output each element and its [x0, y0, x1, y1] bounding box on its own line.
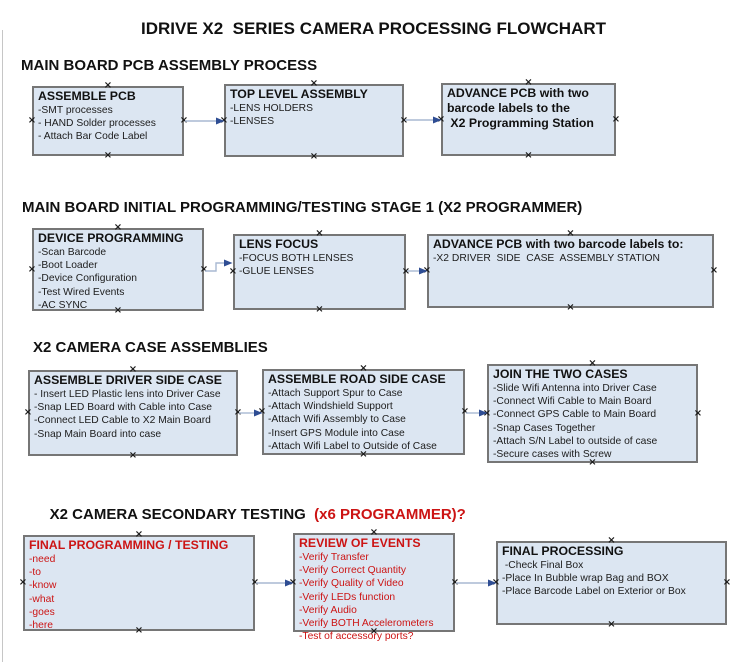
box-title: ASSEMBLE PCB: [38, 89, 136, 103]
box-advance-pcb-to-programming-station[interactable]: ADVANCE PCB with two barcode labels to t…: [437, 78, 620, 161]
box-title: DEVICE PROGRAMMING: [38, 231, 184, 245]
box-title: FINAL PROGRAMMING / TESTING: [29, 538, 229, 552]
connection-handle: ×: [315, 304, 324, 315]
box-title: LENS FOCUS: [239, 237, 319, 251]
box-lens-focus[interactable]: LENS FOCUS -FOCUS BOTH LENSES -GLUE LENS…: [229, 229, 410, 315]
connection-handle: ×: [219, 114, 229, 126]
connection-handle: ×: [250, 577, 260, 588]
box-items: -Slide Wifi Antenna into Driver Case -Co…: [493, 383, 658, 461]
connection-handle: ×: [128, 450, 138, 461]
box-items: -Check Final Box -Place In Bubble wrap B…: [502, 560, 686, 598]
box-title: ADVANCE PCB with two barcode labels to:: [433, 237, 684, 251]
box-items: -LENS HOLDERS -LENSES: [230, 103, 313, 128]
connection-handle: ×: [399, 114, 409, 126]
box-final-programming-testing[interactable]: FINAL PROGRAMMING / TESTING -need -to -k…: [19, 530, 259, 636]
connection-handle: ×: [460, 406, 470, 417]
connection-handle: ×: [257, 406, 267, 417]
section-heading-initial-programming: MAIN BOARD INITIAL PROGRAMMING/TESTING S…: [22, 199, 583, 216]
box-items: -need -to -know -what -goes -here: [29, 554, 57, 632]
box-advance-pcb-to-case-assembly[interactable]: ADVANCE PCB with two barcode labels to: …: [423, 229, 718, 313]
box-items: -X2 DRIVER SIDE CASE ASSEMBLY STATION: [433, 253, 660, 264]
box-items: -FOCUS BOTH LENSES -GLUE LENSES: [239, 253, 354, 278]
box-items: -SMT processes - HAND Solder processes -…: [38, 105, 156, 143]
connection-handle: ×: [607, 619, 616, 630]
connection-handle: ×: [566, 302, 575, 313]
page-margin-line: [2, 30, 3, 662]
box-items: -Scan Barcode -Boot Loader -Device Confi…: [38, 247, 138, 311]
box-items: -Attach Support Spur to Case -Attach Win…: [268, 388, 437, 452]
connection-handle: ×: [450, 576, 460, 588]
box-top-level-assembly[interactable]: TOP LEVEL ASSEMBLY -LENS HOLDERS -LENSES…: [220, 79, 408, 162]
box-title: JOIN THE TWO CASES: [493, 367, 628, 381]
connection-handle: ×: [18, 577, 28, 588]
connection-handle: ×: [611, 113, 621, 125]
section-heading-pcb-assembly: MAIN BOARD PCB ASSEMBLY PROCESS: [21, 57, 318, 74]
box-title: FINAL PROCESSING: [502, 544, 624, 558]
connection-handle: ×: [491, 577, 501, 588]
connection-handle: ×: [401, 266, 411, 277]
connection-handle: ×: [103, 150, 113, 161]
page-title: IDRIVE X2 SERIES CAMERA PROCESSING FLOWC…: [140, 19, 607, 38]
box-assemble-driver-side-case[interactable]: ASSEMBLE DRIVER SIDE CASE - Insert LED P…: [24, 365, 242, 461]
box-title: ADVANCE PCB with two barcode labels to t…: [447, 86, 594, 130]
connection-handle: ×: [27, 115, 37, 126]
connection-handle: ×: [179, 115, 189, 126]
arrow-device-programming-to-lens-focus: [205, 259, 233, 272]
box-join-two-cases[interactable]: JOIN THE TWO CASES -Slide Wifi Antenna i…: [483, 359, 702, 468]
connection-handle: ×: [228, 266, 238, 277]
section-heading-case-assemblies: X2 CAMERA CASE ASSEMBLIES: [33, 339, 268, 356]
box-review-of-events[interactable]: REVIEW OF EVENTS -Verify Transfer -Verif…: [289, 528, 459, 643]
box-device-programming[interactable]: DEVICE PROGRAMMING -Scan Barcode -Boot L…: [28, 223, 208, 316]
connection-handle: ×: [23, 407, 33, 418]
box-items: - Insert LED Plastic lens into Driver Ca…: [34, 389, 221, 440]
connection-handle: ×: [436, 113, 446, 125]
connection-handle: ×: [693, 407, 703, 419]
box-assemble-road-side-case[interactable]: ASSEMBLE ROAD SIDE CASE -Attach Support …: [258, 364, 469, 460]
box-title: ASSEMBLE DRIVER SIDE CASE: [34, 373, 222, 387]
box-items: -Verify Transfer -Verify Correct Quantit…: [299, 552, 434, 643]
connection-handle: ×: [233, 407, 243, 418]
section-heading-secondary-testing: X2 CAMERA SECONDARY TESTING (x6 PROGRAMM…: [33, 489, 466, 540]
box-title: ASSEMBLE ROAD SIDE CASE: [268, 372, 446, 386]
section-heading-red-part: (x6 PROGRAMMER)?: [314, 506, 466, 523]
connection-handle: ×: [309, 151, 319, 162]
connection-handle: ×: [422, 265, 432, 276]
box-title: TOP LEVEL ASSEMBLY: [230, 87, 368, 101]
connection-handle: ×: [199, 263, 209, 275]
section-heading-black-part: X2 CAMERA SECONDARY TESTING: [49, 506, 315, 523]
connection-handle: ×: [722, 577, 732, 588]
connection-handle: ×: [482, 407, 492, 419]
connection-handle: ×: [288, 576, 298, 588]
box-title: REVIEW OF EVENTS: [299, 536, 421, 550]
box-final-processing[interactable]: FINAL PROCESSING -Check Final Box -Place…: [492, 536, 731, 630]
connection-handle: ×: [524, 150, 533, 161]
connection-handle: ×: [709, 265, 719, 276]
connection-handle: ×: [27, 263, 37, 275]
box-assemble-pcb[interactable]: ASSEMBLE PCB -SMT processes - HAND Solde…: [28, 81, 188, 161]
